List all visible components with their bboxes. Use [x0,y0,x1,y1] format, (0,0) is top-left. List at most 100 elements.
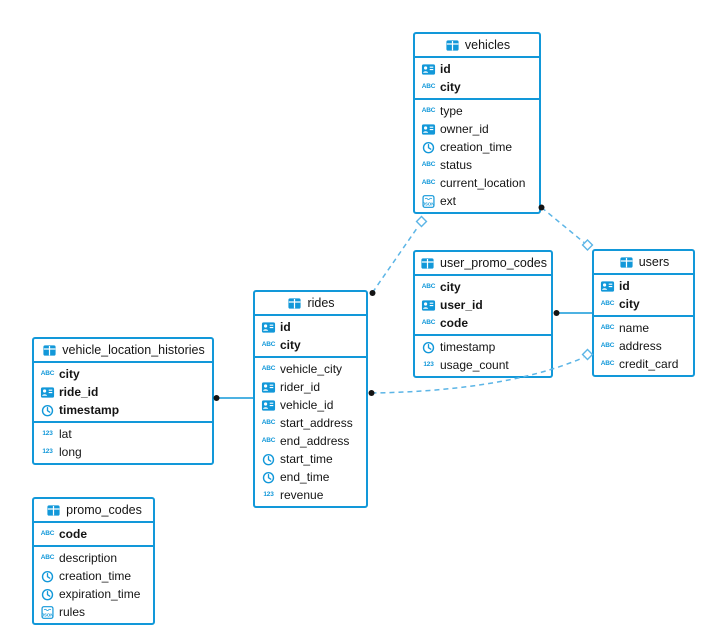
column-row-usage-count[interactable]: 123 usage_count [415,356,551,374]
column-row-id[interactable]: id [255,318,366,336]
column-name: revenue [280,488,324,502]
column-row-creation-time[interactable]: creation_time [415,138,539,156]
table-title: vehicle_location_histories [62,342,205,357]
column-row-ext[interactable]: ext [415,192,539,210]
column-row-city[interactable]: ABC city [34,365,212,383]
column-name: user_id [440,298,483,312]
column-name: id [440,62,451,76]
table-users[interactable]: users id ABC city ABC name ABC address A… [592,249,695,377]
column-name: current_location [440,176,526,190]
table-vehicle-location-histories[interactable]: vehicle_location_histories ABC city ride… [32,337,214,465]
column-row-city[interactable]: ABC city [415,278,551,296]
table-user-promo-codes[interactable]: user_promo_codes ABC city user_id ABC co… [413,250,553,378]
column-row-description[interactable]: ABC description [34,549,153,567]
column-row-revenue[interactable]: 123 revenue [255,486,366,504]
table-header[interactable]: users [594,251,693,275]
column-row-current-location[interactable]: ABC current_location [415,174,539,192]
primary-key-section: id ABC city [415,58,539,100]
table-header[interactable]: rides [255,292,366,316]
column-row-end-address[interactable]: ABC end_address [255,432,366,450]
abc-icon: ABC [421,106,436,114]
column-row-city[interactable]: ABC city [415,78,539,96]
table-icon [286,296,303,311]
abc-icon: ABC [261,364,276,372]
connection-endpoint-diamond [415,215,428,228]
connection-endpoint-dot [553,310,560,316]
column-row-rules[interactable]: rules [34,603,153,621]
id-card-icon [260,320,277,335]
column-row-expiration-time[interactable]: expiration_time [34,585,153,603]
primary-key-section: ABC city ride_id timestamp [34,363,212,423]
column-row-id[interactable]: id [594,277,693,295]
table-title: users [638,254,670,269]
column-row-id[interactable]: id [415,60,539,78]
column-name: start_time [280,452,333,466]
column-row-long[interactable]: 123 long [34,443,212,461]
table-promo-codes[interactable]: promo_codes ABC code ABC description cre… [32,497,155,625]
column-row-creation-time[interactable]: creation_time [34,567,153,585]
column-row-ride-id[interactable]: ride_id [34,383,212,401]
id-card-icon [39,385,56,400]
column-row-lat[interactable]: 123 lat [34,425,212,443]
column-row-address[interactable]: ABC address [594,337,693,355]
number-icon: 123 [42,447,53,455]
table-title: vehicles [464,37,511,52]
column-row-timestamp[interactable]: timestamp [34,401,212,419]
primary-key-section: ABC code [34,523,153,547]
table-header[interactable]: promo_codes [34,499,153,523]
table-header[interactable]: user_promo_codes [415,252,551,276]
connection-vehicle-location-histories-rides[interactable] [213,395,255,401]
abc-icon: ABC [600,299,615,307]
column-row-owner-id[interactable]: owner_id [415,120,539,138]
column-row-vehicle-city[interactable]: ABC vehicle_city [255,360,366,378]
id-card-icon [260,380,277,395]
column-row-rider-id[interactable]: rider_id [255,378,366,396]
column-row-vehicle-id[interactable]: vehicle_id [255,396,366,414]
table-title: promo_codes [66,502,142,517]
column-name: credit_card [619,357,679,371]
connection-user-promo-codes-users[interactable] [553,310,594,316]
primary-key-section: id ABC city [594,275,693,317]
primary-key-section: id ABC city [255,316,366,358]
column-row-code[interactable]: ABC code [34,525,153,543]
connection-vehicles-users[interactable] [538,204,594,251]
column-row-credit-card[interactable]: ABC credit_card [594,355,693,373]
columns-section: ABC vehicle_city rider_id vehicle_id ABC… [255,358,366,506]
column-name: ride_id [59,385,99,399]
abc-icon: ABC [600,359,615,367]
column-row-end-time[interactable]: end_time [255,468,366,486]
column-name: start_address [280,416,353,430]
column-row-code[interactable]: ABC code [415,314,551,332]
column-row-start-address[interactable]: ABC start_address [255,414,366,432]
abc-icon: ABC [261,436,276,444]
column-row-status[interactable]: ABC status [415,156,539,174]
columns-section: timestamp 123 usage_count [415,336,551,376]
table-vehicles[interactable]: vehicles id ABC city ABC type owner_id [413,32,541,214]
abc-icon: ABC [261,340,276,348]
id-card-icon [420,298,437,313]
column-row-city[interactable]: ABC city [255,336,366,354]
column-row-name[interactable]: ABC name [594,319,693,337]
table-title: user_promo_codes [440,255,548,270]
column-row-type[interactable]: ABC type [415,102,539,120]
connection-endpoint-diamond [581,239,594,251]
column-name: description [59,551,118,565]
column-name: expiration_time [59,587,141,601]
id-card-icon [599,279,616,294]
column-row-timestamp[interactable]: timestamp [415,338,551,356]
column-name: timestamp [440,340,496,354]
table-header[interactable]: vehicle_location_histories [34,339,212,363]
abc-icon: ABC [421,160,436,168]
column-name: timestamp [59,403,120,417]
abc-icon: ABC [40,553,55,561]
clock-icon [39,569,56,584]
columns-section: ABC type owner_id creation_time ABC stat… [415,100,539,212]
table-header[interactable]: vehicles [415,34,539,58]
column-row-city[interactable]: ABC city [594,295,693,313]
json-icon [420,194,437,209]
column-name: vehicle_id [280,398,334,412]
column-row-start-time[interactable]: start_time [255,450,366,468]
table-rides[interactable]: rides id ABC city ABC vehicle_city rider… [253,290,368,508]
column-row-user-id[interactable]: user_id [415,296,551,314]
column-name: city [440,280,461,294]
